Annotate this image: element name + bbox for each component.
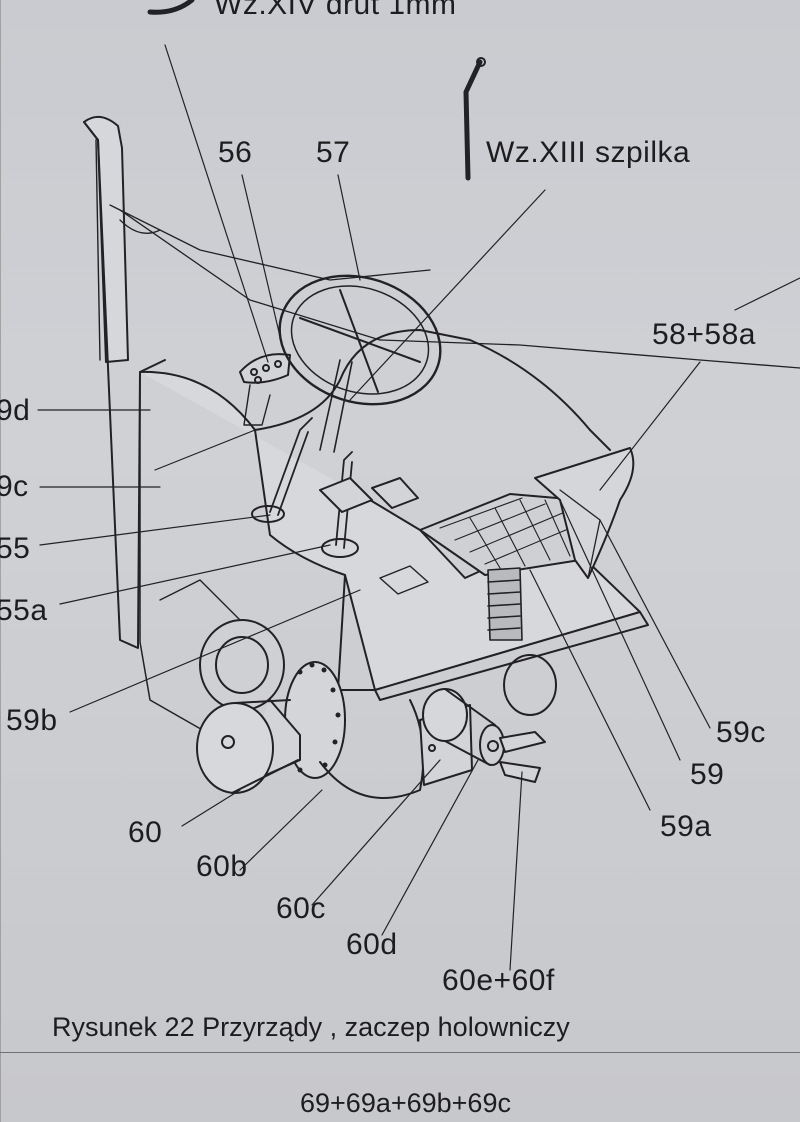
callout-59: 59: [690, 758, 725, 791]
floor-plate: [374, 611, 649, 701]
seat-spring: [487, 567, 523, 641]
seat-back-59c: [534, 447, 635, 579]
callout-9d: 9d: [0, 394, 31, 427]
callout-56: 56: [218, 136, 253, 169]
pin-part-label: Wz.XIII szpilka: [486, 136, 691, 169]
hitch-jaw: [499, 731, 546, 783]
callout-60c: 60c: [276, 892, 326, 925]
callout-60d: 60d: [346, 928, 398, 961]
lever-55: [269, 417, 313, 516]
callout-55a: 55a: [0, 594, 48, 627]
next-figure-parts: 69+69a+69b+69c: [300, 1088, 511, 1118]
pedal-right: [371, 477, 419, 509]
gauge-panel: [239, 353, 291, 384]
callout-9c: 9c: [0, 470, 29, 503]
callout-60: 60: [128, 816, 163, 849]
figure-caption: Rysunek 22 Przyrządy , zaczep holowniczy: [52, 1012, 570, 1042]
pin-part-icon: [463, 59, 483, 181]
callout-55: 55: [0, 532, 31, 565]
callout-59b: 59b: [6, 704, 58, 737]
callout-58-58a: 58+58a: [652, 318, 756, 351]
callout-60e-60f: 60e+60f: [442, 964, 555, 997]
callout-59c: 59c: [716, 716, 766, 749]
wire-part-icon: [147, 0, 195, 15]
callout-59a: 59a: [660, 810, 712, 843]
callout-60b: 60b: [196, 850, 248, 883]
hitch-cylinder: [422, 688, 468, 742]
callout-57: 57: [316, 136, 351, 169]
steering-wheel: [278, 274, 442, 406]
exhaust-pipe: [83, 115, 129, 363]
section-divider: [0, 1052, 800, 1053]
rear-drum: [199, 619, 285, 711]
rear-side-panel: [97, 139, 166, 649]
pedal-left: [319, 477, 373, 513]
wire-part-label: Wz.XIV drut 1mm: [214, 0, 457, 21]
